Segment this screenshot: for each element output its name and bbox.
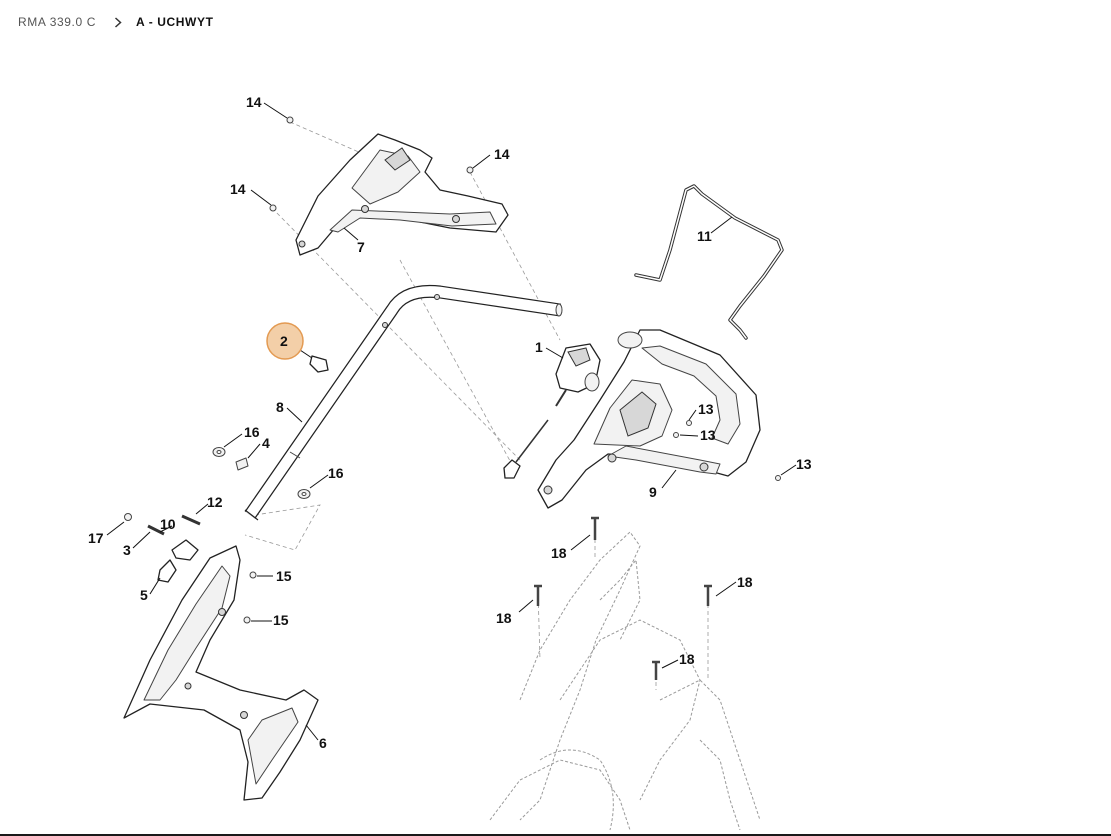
callout-13[interactable]: 13 <box>796 456 812 472</box>
callout-5[interactable]: 5 <box>140 587 148 603</box>
callout-13[interactable]: 13 <box>700 427 716 443</box>
part-9-lower-bracket <box>537 329 761 509</box>
mower-body-context <box>489 531 761 831</box>
callout-3[interactable]: 3 <box>123 542 131 558</box>
bottom-divider <box>0 834 1111 836</box>
callout-2-highlight-icon <box>266 322 304 360</box>
callout-17[interactable]: 17 <box>88 530 104 546</box>
part-2-clip <box>309 355 329 373</box>
callout-18[interactable]: 18 <box>551 545 567 561</box>
callout-2[interactable]: 2 <box>280 333 288 349</box>
breadcrumb-current: A - UCHWYT <box>135 15 214 29</box>
callout-14[interactable]: 14 <box>494 146 510 162</box>
callout-4[interactable]: 4 <box>262 435 270 451</box>
callout-9[interactable]: 9 <box>649 484 657 500</box>
callout-labels: 14 14 14 7 11 2 1 8 13 13 13 16 4 16 9 1… <box>88 94 812 751</box>
callout-18[interactable]: 18 <box>679 651 695 667</box>
callout-14[interactable]: 14 <box>246 94 262 110</box>
callout-13[interactable]: 13 <box>698 401 714 417</box>
callout-18[interactable]: 18 <box>737 574 753 590</box>
callout-12[interactable]: 12 <box>207 494 223 510</box>
callout-11[interactable]: 11 <box>697 228 712 244</box>
callout-1[interactable]: 1 <box>535 339 543 355</box>
callout-18[interactable]: 18 <box>496 610 512 626</box>
chevron-right-icon <box>114 16 122 28</box>
part-7-upper-cover <box>295 133 509 256</box>
part-11-wire-bail <box>634 184 784 340</box>
callout-16[interactable]: 16 <box>244 424 260 440</box>
callout-8[interactable]: 8 <box>276 399 284 415</box>
callout-10[interactable]: 10 <box>160 516 176 532</box>
callout-15[interactable]: 15 <box>273 612 289 628</box>
callout-16[interactable]: 16 <box>328 465 344 481</box>
callout-7[interactable]: 7 <box>357 239 365 255</box>
callout-6[interactable]: 6 <box>319 735 327 751</box>
callout-15[interactable]: 15 <box>276 568 292 584</box>
part-18-screws <box>534 516 712 680</box>
part-6-side-bracket <box>123 545 319 801</box>
parts-diagram: 14 14 14 7 11 2 1 8 13 13 13 16 4 16 9 1… <box>88 94 812 831</box>
leader-lines <box>106 102 797 741</box>
small-hardware <box>124 116 781 624</box>
part-1-switch-housing <box>503 343 601 479</box>
part-8-handle-tube <box>244 284 563 521</box>
callout-14[interactable]: 14 <box>230 181 246 197</box>
breadcrumb-parent-link[interactable]: RMA 339.0 C <box>18 15 96 29</box>
breadcrumb: RMA 339.0 C A - UCHWYT <box>18 12 214 32</box>
